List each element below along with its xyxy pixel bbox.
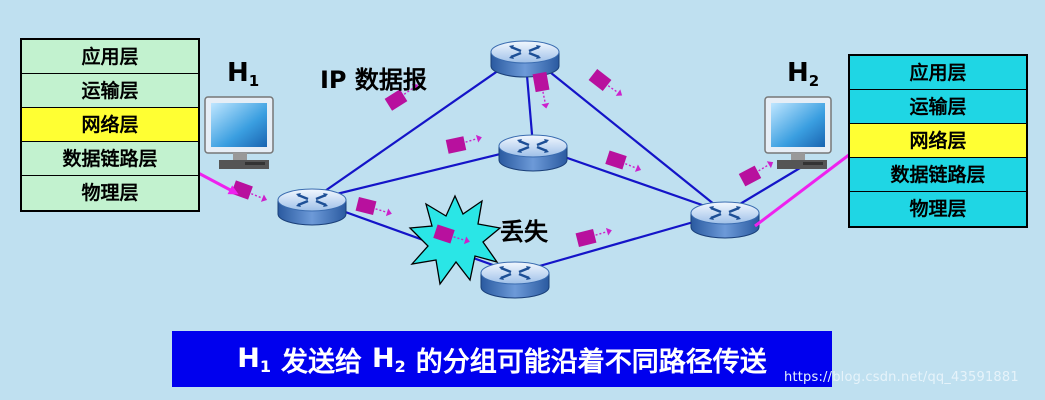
packet-r1-r3-icon	[445, 134, 482, 154]
h2-layer-transport: 运输层	[850, 90, 1026, 124]
router-2-icon	[490, 40, 560, 78]
h1-layer-transport: 运输层	[22, 74, 198, 108]
router-1-icon	[277, 188, 347, 226]
router-3-icon	[498, 134, 568, 172]
ip-datagram-label: IP 数据报	[320, 66, 427, 94]
packet-r2-r5-icon	[588, 68, 623, 96]
caption-h2: H2	[372, 342, 406, 376]
packet-r2-r3-icon	[532, 71, 550, 109]
caption-h1: H1	[237, 342, 271, 376]
h2-layer-network: 网络层	[850, 124, 1026, 158]
caption-banner: H1 发送给 H2 的分组可能沿着不同路径传送	[172, 331, 832, 387]
h1-protocol-stack: 应用层 运输层 网络层 数据链路层 物理层	[20, 38, 200, 212]
h2-layer-datalink: 数据链路层	[850, 158, 1026, 192]
caption-verb: 发送给	[281, 346, 362, 378]
h2-label: H2	[787, 58, 820, 90]
router-4-icon	[480, 261, 550, 299]
h2-protocol-stack: 应用层 运输层 网络层 数据链路层 物理层	[848, 54, 1028, 228]
h2-layer-physical: 物理层	[850, 192, 1026, 226]
router-5-icon	[690, 201, 760, 239]
caption-rest: 的分组可能沿着不同路径传送	[415, 346, 767, 378]
link-r4-r5	[514, 211, 726, 275]
packet-h1-out-icon	[231, 180, 268, 202]
packet-loss-burst-icon	[408, 194, 502, 286]
link-r2-r5	[524, 51, 726, 214]
packets	[231, 68, 774, 247]
h1-layer-datalink: 数据链路层	[22, 142, 198, 176]
h1-layer-network: 网络层	[22, 108, 198, 142]
computer-h2-icon	[764, 96, 832, 169]
packet-r4-r5-icon	[575, 227, 612, 247]
packet-r5-h2-icon	[738, 161, 774, 187]
h2-ascend-arrow	[754, 140, 869, 228]
computer-h1-icon	[204, 96, 274, 169]
h1-layer-physical: 物理层	[22, 176, 198, 210]
watermark: https://blog.csdn.net/qq_43591881	[784, 370, 1019, 385]
lost-label: 丢失	[500, 218, 548, 246]
h2-layer-application: 应用层	[850, 56, 1026, 90]
packet-r1-r4-icon	[355, 197, 392, 217]
h1-label: H1	[227, 58, 260, 90]
link-r1-r2	[311, 51, 526, 201]
routers	[277, 40, 760, 299]
h1-layer-application: 应用层	[22, 40, 198, 74]
link-r1-r3	[311, 144, 534, 202]
packet-r3-r5-icon	[605, 150, 642, 172]
